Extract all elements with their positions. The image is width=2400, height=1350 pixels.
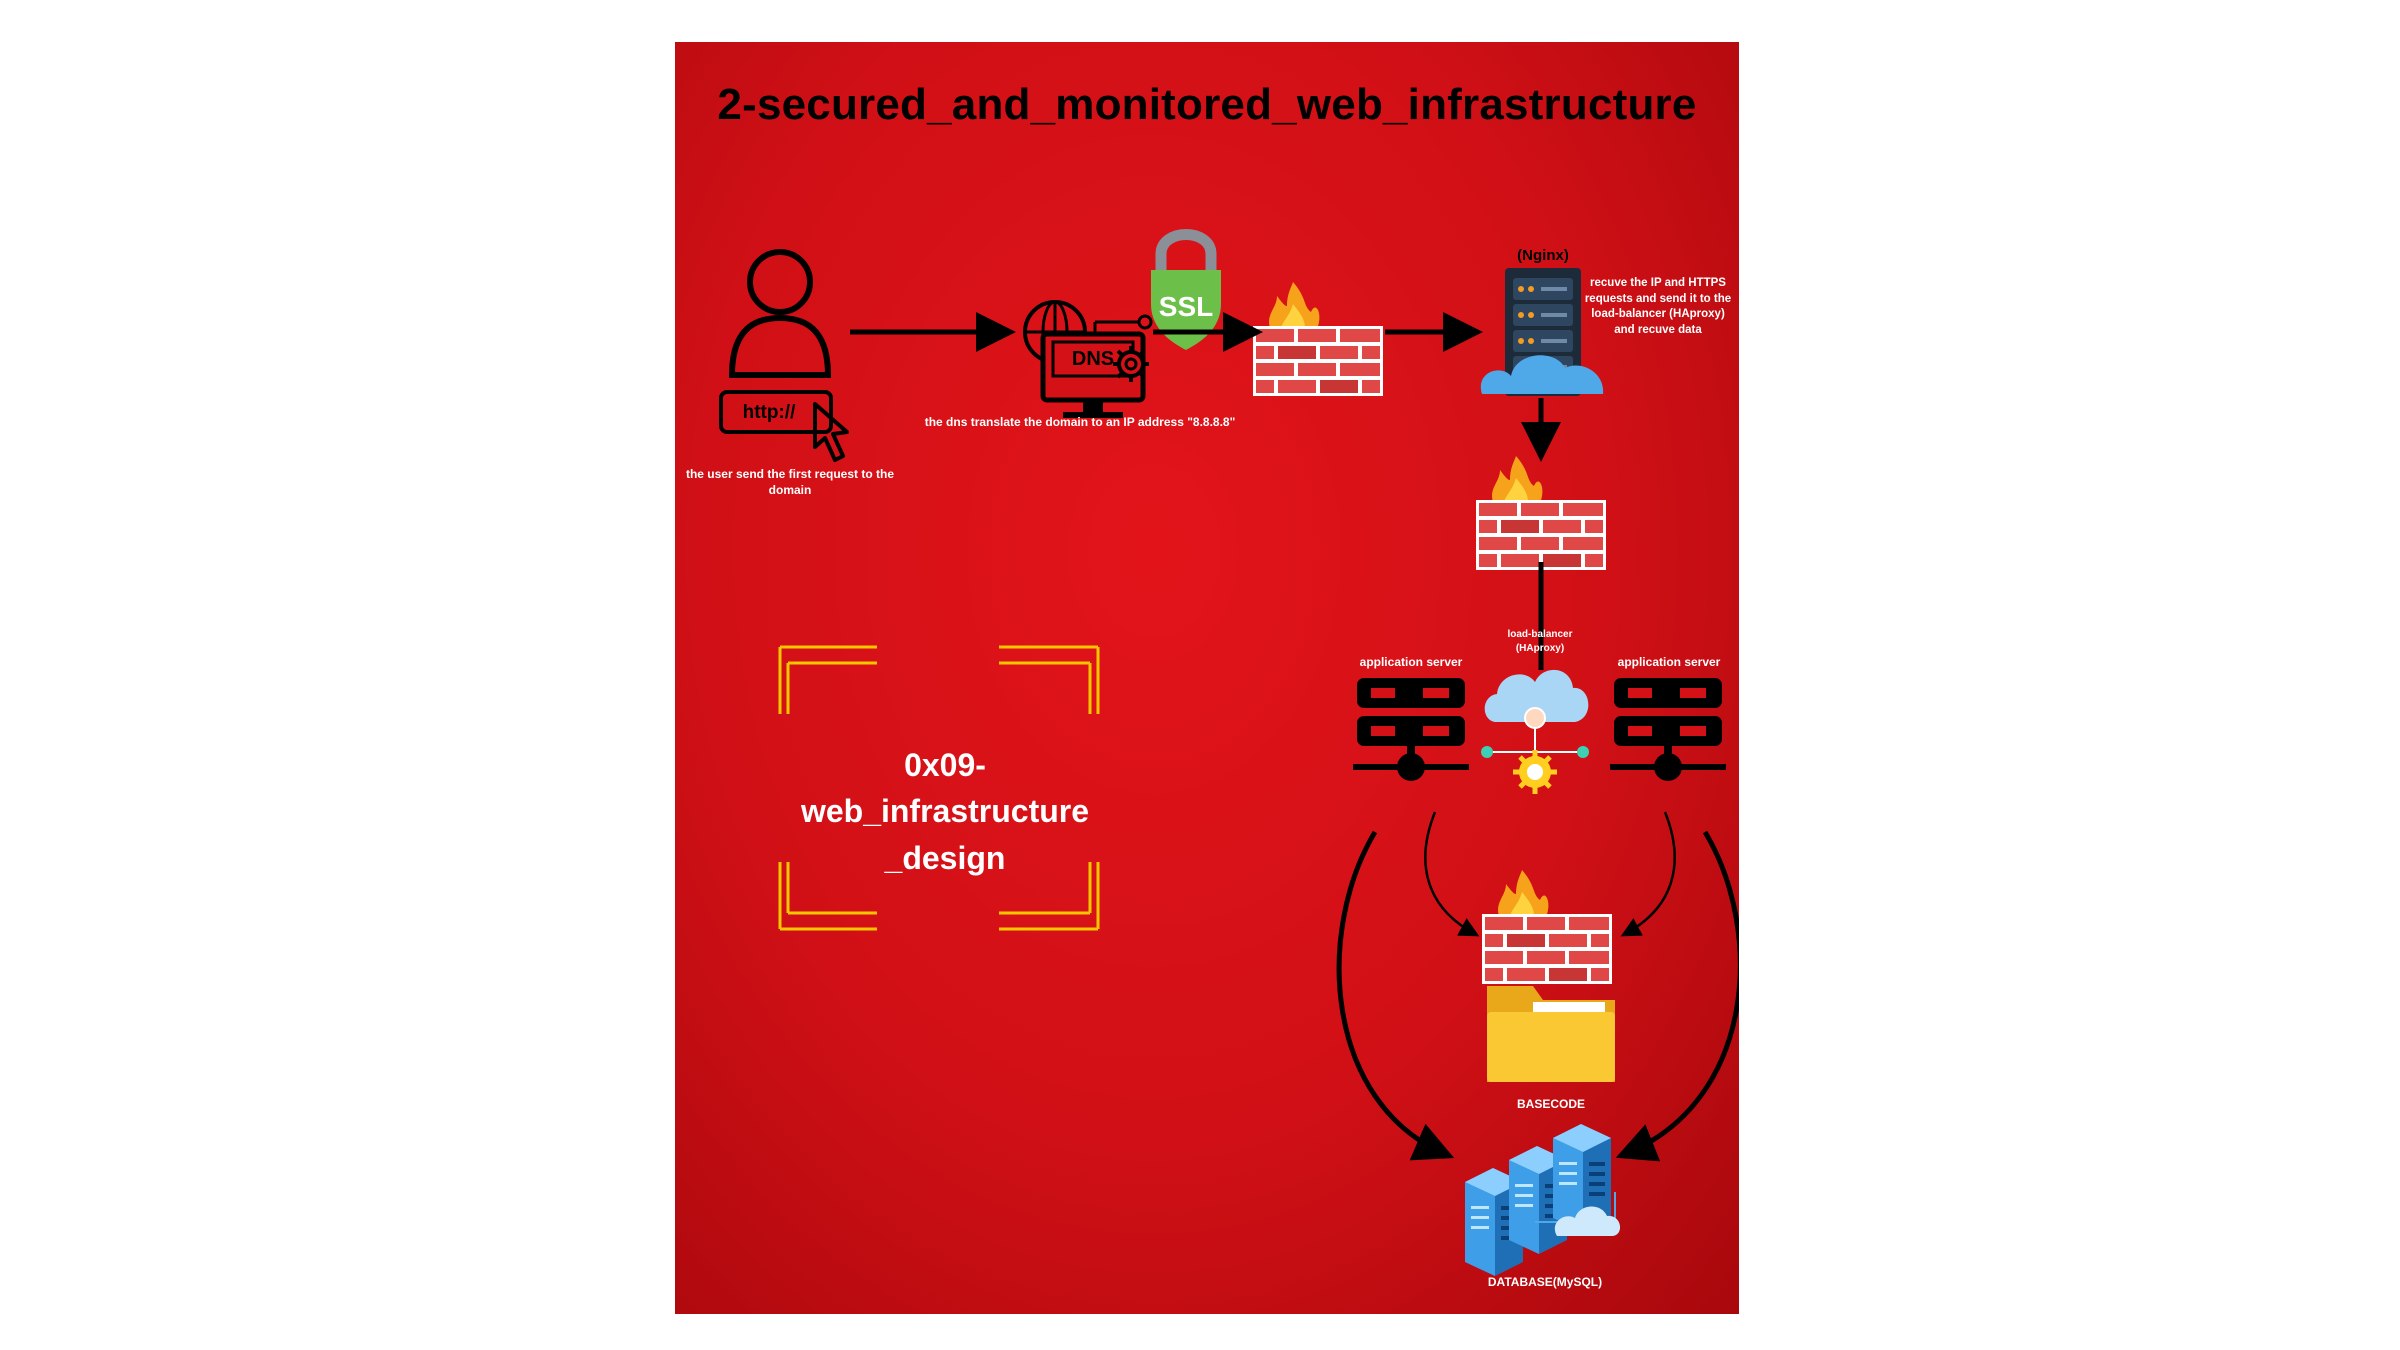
browser-url-bar bbox=[719, 390, 833, 434]
folder-icon bbox=[1487, 986, 1615, 1082]
arrow-right-app-to-firewall bbox=[1620, 811, 1676, 937]
firewall-2-icon bbox=[1476, 456, 1606, 570]
load-balancer-label: load-balancer (HAproxy) bbox=[1507, 629, 1573, 654]
database-cluster-icon bbox=[1465, 1124, 1621, 1276]
basecode-label: BASECODE bbox=[1516, 1097, 1585, 1111]
nginx-label: (Nginx) bbox=[1517, 247, 1569, 264]
firewall-1-icon bbox=[1253, 282, 1383, 396]
project-frame bbox=[778, 645, 1100, 931]
dns-server-icon bbox=[1023, 300, 1153, 418]
app-server-left-icon bbox=[1353, 678, 1469, 781]
firewall-3-icon bbox=[1482, 870, 1612, 984]
cursor-icon bbox=[813, 402, 849, 462]
diagram-title: 2-secured_and_monitored_web_infrastructu… bbox=[717, 80, 1697, 129]
url-text: http:// bbox=[742, 402, 796, 423]
load-balancer-icon bbox=[1481, 669, 1589, 794]
arrow-left-app-to-firewall bbox=[1424, 811, 1480, 937]
database-label: DATABASE(MySQL) bbox=[1487, 1275, 1603, 1289]
app-server-right-icon bbox=[1610, 678, 1726, 781]
dns-label: DNS bbox=[1071, 348, 1115, 370]
diagram-poster: 2-secured_and_monitored_web_infrastructu… bbox=[675, 42, 1739, 1314]
dns-caption: the dns translate the domain to an IP ad… bbox=[924, 415, 1236, 429]
arrow-right-app-to-db bbox=[1615, 830, 1739, 1162]
nginx-server-icon bbox=[1480, 268, 1604, 396]
user-caption: the user send the first request to the d… bbox=[685, 467, 895, 498]
nginx-caption: recuve the IP and HTTPS requests and sen… bbox=[1584, 277, 1732, 336]
arrow-left-app-to-db bbox=[1336, 830, 1455, 1161]
ssl-label: SSL bbox=[1158, 291, 1214, 322]
app-server-right-label: application server bbox=[1617, 655, 1721, 669]
app-server-left-label: application server bbox=[1359, 655, 1463, 669]
diagram-canvas bbox=[719, 229, 1739, 1276]
user-icon bbox=[728, 249, 832, 378]
project-name: 0x09- web_infrastructure _design bbox=[800, 747, 1090, 876]
